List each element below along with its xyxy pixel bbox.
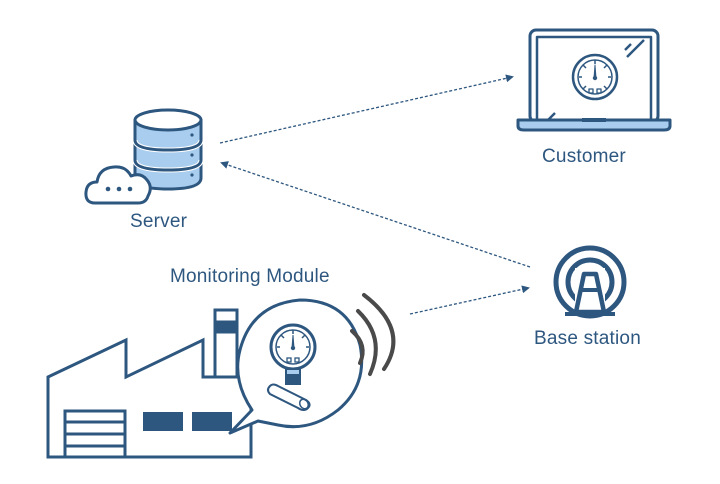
factory-icon bbox=[46, 308, 253, 459]
window bbox=[143, 412, 183, 431]
radio-tower-icon bbox=[553, 245, 627, 319]
cloud-icon bbox=[84, 165, 152, 205]
base-station-label: Base station bbox=[534, 328, 641, 349]
laptop-icon bbox=[516, 28, 672, 132]
pressure-gauge-icon bbox=[267, 323, 317, 411]
monitoring-module-label: Monitoring Module bbox=[170, 266, 330, 287]
connector-basestation-to-server bbox=[220, 161, 531, 268]
window bbox=[192, 412, 232, 431]
connector-module-to-basestation bbox=[409, 285, 530, 315]
customer-label: Customer bbox=[542, 146, 626, 167]
server-icon bbox=[84, 108, 204, 205]
server-label: Server bbox=[130, 211, 188, 232]
chimney bbox=[213, 308, 239, 379]
garage-door bbox=[63, 409, 127, 459]
wireless-signal-icon bbox=[350, 293, 396, 376]
connector-server-to-customer bbox=[219, 74, 514, 144]
gauge-icon bbox=[571, 53, 619, 101]
